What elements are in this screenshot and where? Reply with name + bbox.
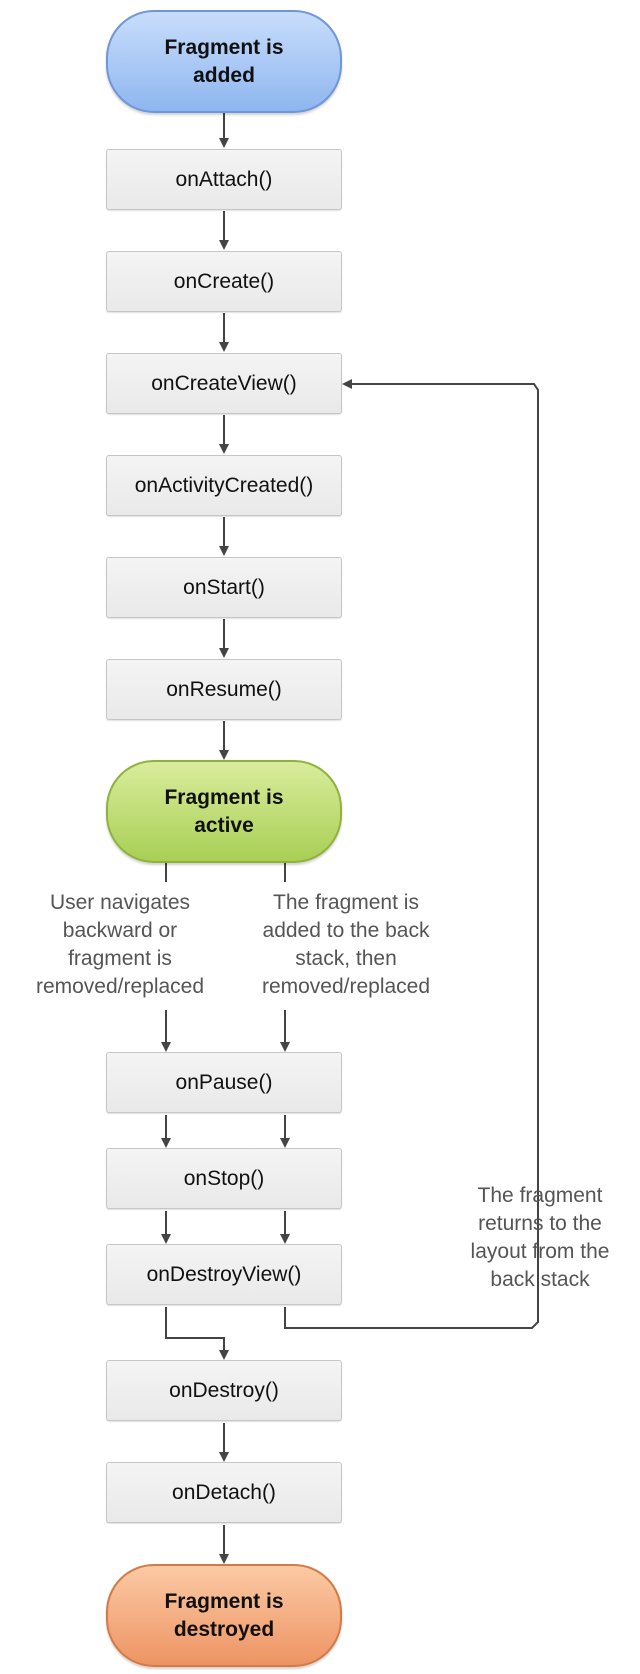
- state-active-line-1: Fragment is: [164, 785, 284, 809]
- method-on-stop: onStop(): [106, 1148, 342, 1209]
- note-added-to-back-stack: The fragment is added to the back stack,…: [246, 889, 446, 1001]
- note-right-line-4: removed/replaced: [261, 975, 431, 998]
- method-on-resume: onResume(): [106, 659, 342, 720]
- method-on-destroy-view: onDestroyView(): [106, 1244, 342, 1305]
- note-right-line-2: added to the back: [262, 919, 430, 942]
- method-on-detach: onDetach(): [106, 1462, 342, 1523]
- method-on-activity-created: onActivityCreated(): [106, 455, 342, 516]
- method-on-destroy: onDestroy(): [106, 1360, 342, 1421]
- note-return-line-4: back stack: [490, 1268, 590, 1291]
- method-on-pause: onPause(): [106, 1052, 342, 1113]
- state-fragment-destroyed: Fragment is destroyed: [106, 1564, 342, 1667]
- note-user-navigates-backward: User navigates backward or fragment is r…: [14, 889, 226, 1001]
- state-destroyed-line-2: destroyed: [173, 1617, 275, 1641]
- note-right-line-1: The fragment is: [273, 891, 419, 914]
- state-active-line-2: active: [194, 813, 254, 837]
- note-right-line-3: stack, then: [295, 947, 397, 970]
- method-on-create: onCreate(): [106, 251, 342, 312]
- note-left-line-3: fragment is: [68, 947, 172, 970]
- note-left-line-2: backward or: [62, 919, 178, 942]
- state-fragment-added: Fragment is added: [106, 10, 342, 113]
- arrow-return-to-createview: [284, 379, 539, 1329]
- note-return-line-1: The fragment: [477, 1184, 603, 1207]
- method-on-create-view: onCreateView(): [106, 353, 342, 414]
- note-return-line-3: layout from the: [470, 1240, 610, 1263]
- state-added-line-1: Fragment is: [164, 35, 284, 59]
- note-left-line-1: User navigates: [49, 891, 191, 914]
- note-return-line-2: returns to the: [478, 1212, 602, 1235]
- method-on-start: onStart(): [106, 557, 342, 618]
- method-on-attach: onAttach(): [106, 149, 342, 210]
- note-returns-from-back-stack: The fragment returns to the layout from …: [452, 1182, 628, 1294]
- note-left-line-4: removed/replaced: [35, 975, 205, 998]
- state-destroyed-line-1: Fragment is: [164, 1589, 284, 1613]
- state-fragment-active: Fragment is active: [106, 760, 342, 863]
- state-added-line-2: added: [193, 63, 255, 87]
- arrow-destroyview-to-destroy: [165, 1307, 229, 1360]
